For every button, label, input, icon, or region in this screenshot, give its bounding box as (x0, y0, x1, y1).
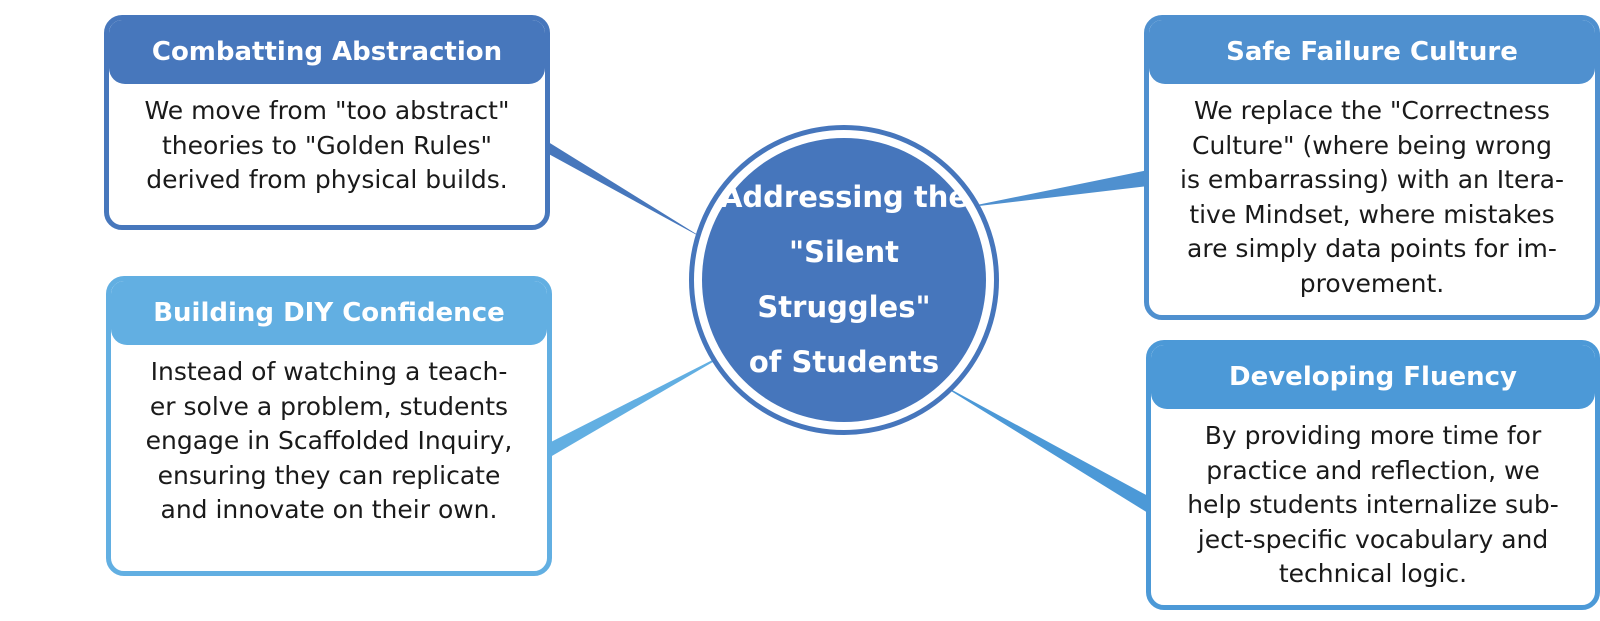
card-text-line: help students internalize sub- (1187, 490, 1559, 519)
card-text-line: tive Mindset, where mistakes (1189, 199, 1555, 229)
connector-top-left (545, 140, 706, 240)
card-text-line: Culture" (where being wrong (1192, 130, 1552, 160)
card-text-line: engage in Scaffolded Inquiry, (145, 426, 513, 455)
card-text-line: provement. (1299, 268, 1445, 298)
center-hub-line: Addressing the (719, 180, 969, 214)
center-hub-line: of Students (748, 345, 940, 379)
card-body: We replace the "Correctness Culture" (wh… (1149, 84, 1595, 301)
card-text-line: ject-specific vocabulary and (1197, 524, 1549, 554)
center-hub: Addressing the "Silent Struggles" of Stu… (702, 138, 986, 422)
card-text-line: er solve a problem, students (149, 391, 509, 421)
card-safe-failure-culture: Safe Failure Culture We replace the "Cor… (1144, 15, 1600, 320)
card-body: By providing more time for practice and … (1151, 409, 1595, 592)
center-hub-text: Addressing the "Silent Struggles" of Stu… (702, 170, 986, 390)
card-text-line: is embarrassing) with an Itera- (1180, 165, 1564, 194)
connector-bottom-left (545, 345, 742, 460)
center-hub-line: "Silent Struggles" (757, 235, 931, 324)
card-body: Instead of watching a teach- er solve a … (111, 345, 547, 528)
card-text-line: ensuring they can replicate (157, 460, 501, 490)
card-title: Building DIY Confidence (111, 281, 547, 345)
card-developing-fluency: Developing Fluency By providing more tim… (1146, 340, 1600, 610)
card-text-line: By providing more time for (1204, 421, 1542, 450)
card-body: We move from "too abstract" theories to … (109, 84, 545, 198)
card-text-line: are simply data points for im- (1187, 234, 1557, 263)
card-text-line: We move from "too abstract" (144, 96, 510, 125)
card-title: Combatting Abstraction (109, 20, 545, 84)
card-text-line: theories to "Golden Rules" (161, 130, 493, 160)
card-text-line: practice and reflection, we (1206, 455, 1540, 485)
connector-top-right (962, 170, 1148, 208)
card-text-line: and innovate on their own. (160, 495, 498, 524)
card-title: Safe Failure Culture (1149, 20, 1595, 84)
card-text-line: technical logic. (1278, 559, 1468, 588)
card-building-diy-confidence: Building DIY Confidence Instead of watch… (106, 276, 552, 576)
card-title: Developing Fluency (1151, 345, 1595, 409)
card-combatting-abstraction: Combatting Abstraction We move from "too… (104, 15, 550, 230)
connector-bottom-right (930, 378, 1148, 513)
card-text-line: We replace the "Correctness (1194, 96, 1550, 125)
card-text-line: Instead of watching a teach- (150, 357, 508, 386)
card-text-line: derived from physical builds. (146, 165, 508, 194)
